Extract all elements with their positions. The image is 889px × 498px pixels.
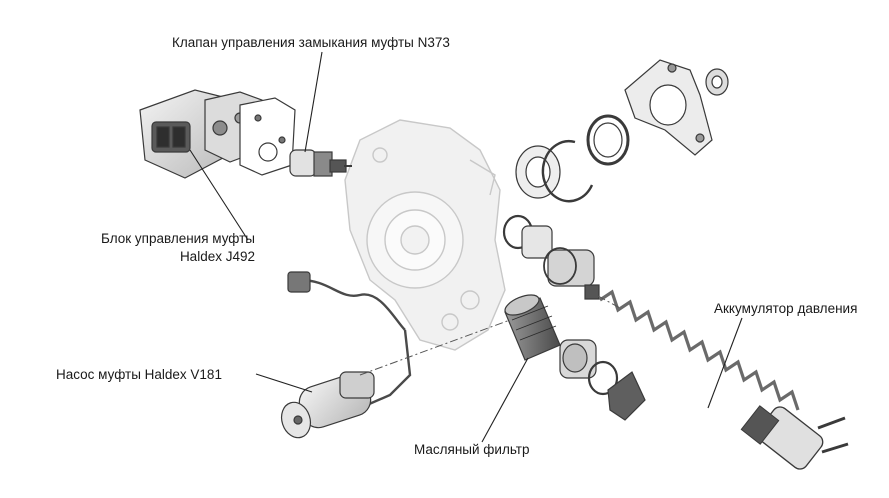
pump-v181 <box>280 271 412 439</box>
flange-and-bearings <box>515 59 729 203</box>
leader-accumulator <box>707 317 743 409</box>
pump-v181-label: Насос муфты Haldex V181 <box>56 367 222 382</box>
valve-n373-label: Клапан управления замыкания муфты N373 <box>172 35 450 50</box>
control-unit-label-line2: Haldex J492 <box>179 249 255 264</box>
oil-filter <box>504 294 646 421</box>
accumulator <box>599 289 849 470</box>
leader-valve <box>304 51 323 153</box>
piston-stack <box>502 214 600 300</box>
control-unit-j492 <box>139 89 296 179</box>
leader-lines <box>189 51 743 443</box>
control-unit-label: Блок управления муфты Haldex J492 <box>45 230 255 266</box>
haldex-housing <box>344 119 506 351</box>
control-unit-label-line1: Блок управления муфты <box>100 231 255 246</box>
accumulator-label: Аккумулятор давления <box>714 301 858 316</box>
assembly-axis <box>359 295 621 376</box>
valve-n373 <box>289 149 352 177</box>
leader-filter <box>481 357 529 443</box>
leader-pump <box>255 373 313 393</box>
leader-ecu <box>189 149 249 241</box>
oil-filter-label: Масляный фильтр <box>414 442 530 457</box>
